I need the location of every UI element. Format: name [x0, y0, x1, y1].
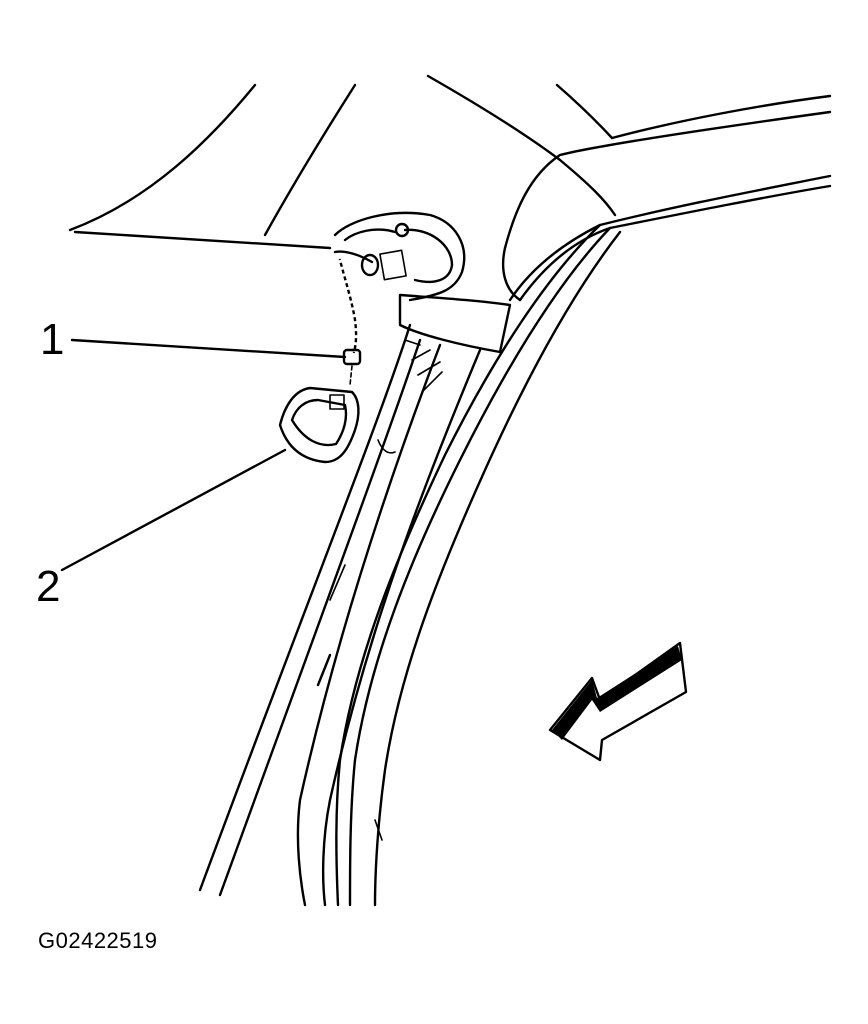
wiring-harness-connector: [342, 348, 362, 386]
figure-id: G02422519: [38, 928, 158, 953]
headliner-contours: [68, 74, 832, 250]
roof-rail: [501, 110, 832, 302]
leader-line-2: [60, 448, 287, 572]
callout-1: 1: [40, 315, 65, 364]
callout-2: 2: [36, 562, 61, 611]
leader-line-1: [70, 338, 347, 359]
lamp-housing: [278, 386, 360, 464]
lamp-mount-bezel: [333, 211, 512, 354]
wiring-harness: [333, 250, 380, 354]
arrow-icon: [548, 641, 688, 762]
pillar-trim: [198, 223, 622, 907]
